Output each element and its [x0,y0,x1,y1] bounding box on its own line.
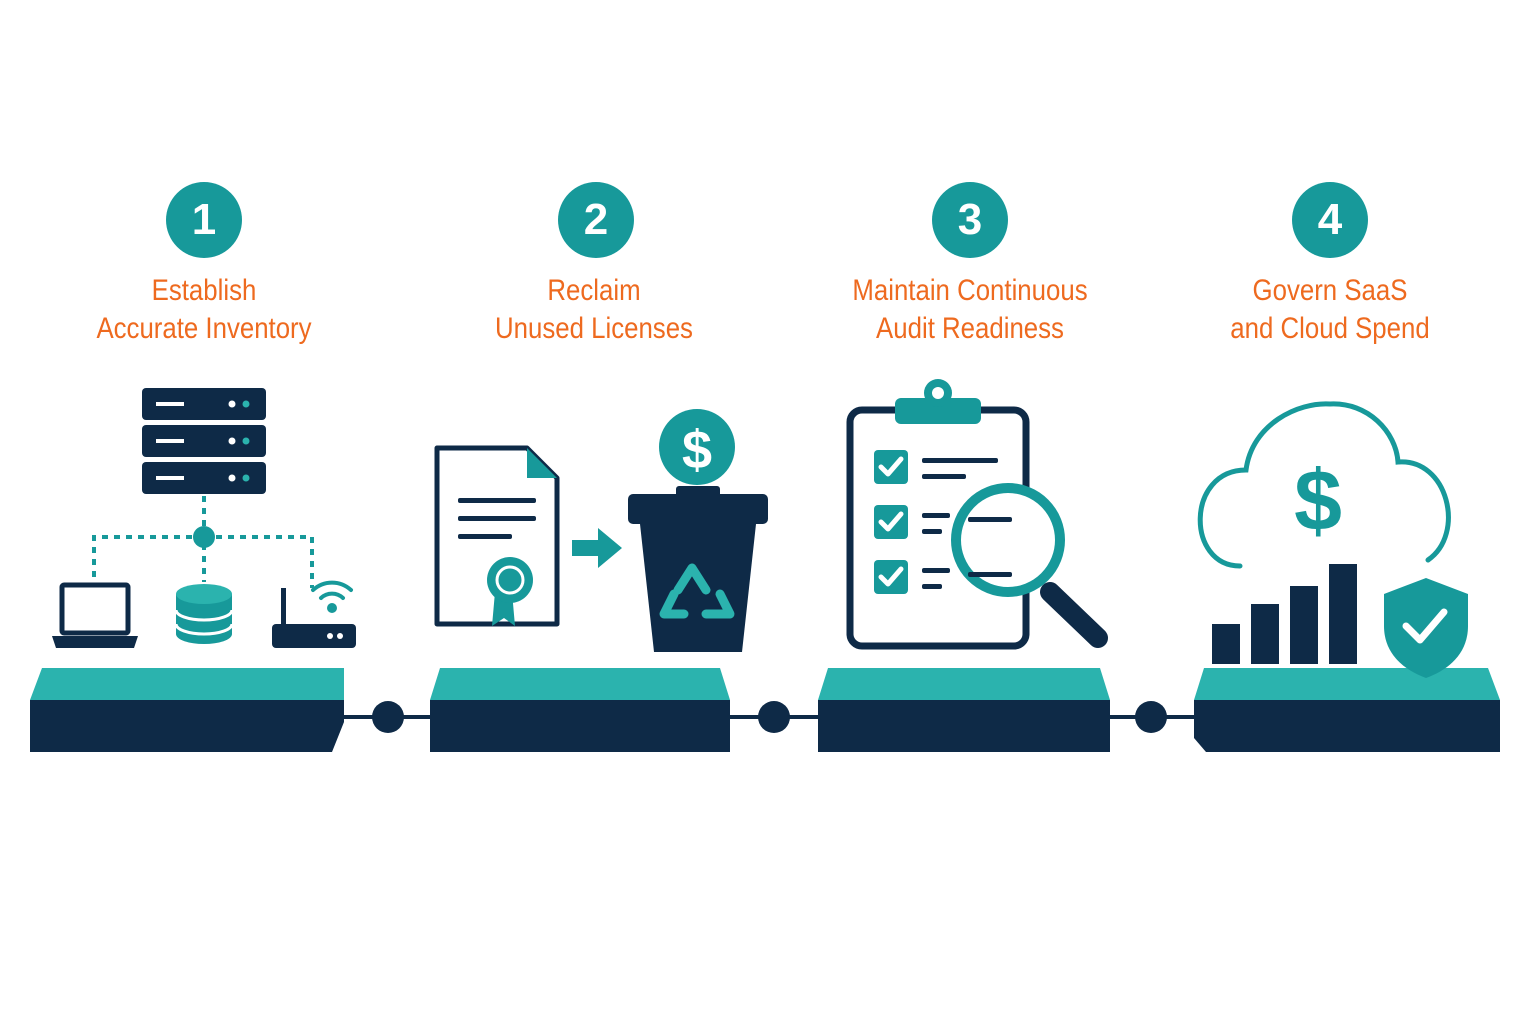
database-icon [174,584,234,644]
step-1-title-line-2: Accurate Inventory [96,312,312,345]
laptop-icon [52,582,138,648]
license-document-icon [434,445,560,627]
shield-check-icon [1384,578,1468,678]
platform-3 [818,668,1110,752]
platform-4 [1194,668,1500,752]
step-2-title: Reclaim Unused Licenses [448,272,740,348]
network-links [92,496,314,588]
platform-1 [30,668,344,752]
dollar-coin-icon: $ [659,409,735,485]
arrow-right-icon [572,528,622,568]
step-3-number: 3 [932,182,1008,258]
step-2-title-line-2: Unused Licenses [495,312,693,345]
recycle-bin-icon [628,486,768,652]
connector-node-2 [758,701,790,733]
step-2-number: 2 [558,182,634,258]
network-hub-node [193,526,215,548]
server-rack-icon [142,388,266,494]
step-3-title-line-2: Audit Readiness [876,312,1064,345]
svg-text:$: $ [1294,453,1342,549]
step-4-number: 4 [1292,182,1368,258]
magnifying-glass-icon [951,483,1108,648]
platform-2 [430,668,730,752]
step-4-title: Govern SaaS and Cloud Spend [1184,272,1476,348]
step-4-title-line-2: and Cloud Spend [1230,312,1430,345]
step-2-title-line-1: Reclaim [547,274,641,307]
bar-chart-icon [1212,564,1357,664]
step-4-title-line-1: Govern SaaS [1252,274,1408,307]
router-icon [272,580,356,648]
connector-node-3 [1135,701,1167,733]
cloud-dollar-icon: $ [1197,401,1451,569]
step-1-number: 1 [166,182,242,258]
step-3-title: Maintain Continuous Audit Readiness [824,272,1116,348]
step-3-title-line-1: Maintain Continuous [852,274,1088,307]
connector-node-1 [372,701,404,733]
step-1-title: Establish Accurate Inventory [58,272,350,348]
step-1-title-line-1: Establish [151,274,257,307]
svg-text:$: $ [682,420,712,480]
